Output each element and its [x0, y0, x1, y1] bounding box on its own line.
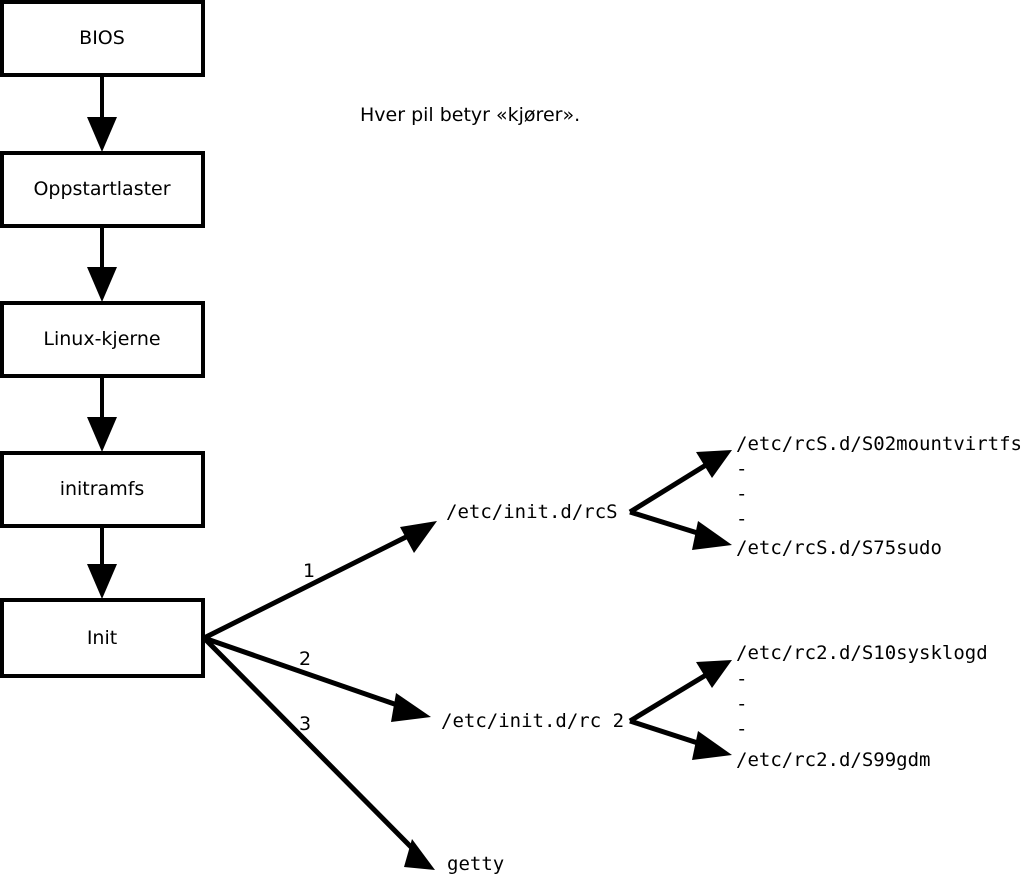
rc2-script-last: /etc/rc2.d/S99gdm — [736, 749, 930, 771]
arrow-rc2-to-first-script — [628, 660, 732, 724]
arrow-kernel-to-initramfs — [87, 376, 117, 452]
branch-target-rc2: /etc/init.d/rc 2 — [441, 710, 624, 732]
node-initramfs[interactable]: initramfs — [0, 451, 205, 528]
node-initramfs-label: initramfs — [60, 478, 145, 500]
chain-arrows-group — [87, 75, 117, 599]
arrow-bios-to-bootloader — [87, 75, 117, 152]
node-initramfs-box — [0, 451, 205, 528]
rc2-script-first: /etc/rc2.d/S10sysklogd — [736, 642, 988, 664]
branch-numbers-group: 1 2 3 — [299, 560, 315, 735]
node-kernel-box — [0, 301, 205, 378]
node-init[interactable]: Init — [0, 598, 205, 678]
arrow-init-branch-1 — [202, 521, 437, 641]
rcs-ellipsis-dash-1: - — [736, 458, 747, 480]
node-kernel[interactable]: Linux-kjerne — [0, 301, 205, 378]
boot-chain-group: BIOS Oppstartlaster Linux-kjerne initram… — [0, 0, 205, 678]
rc2-script-list: /etc/rc2.d/S10sysklogd - - - /etc/rc2.d/… — [736, 642, 988, 771]
node-bootloader[interactable]: Oppstartlaster — [0, 151, 205, 228]
rc2-subbranch-arrows-group — [628, 660, 732, 760]
init-branch-arrows-group — [202, 521, 437, 870]
node-bootloader-label: Oppstartlaster — [33, 178, 170, 200]
arrow-init-branch-2 — [203, 635, 431, 722]
node-init-label: Init — [87, 627, 117, 649]
branch-target-rcs: /etc/init.d/rcS — [446, 501, 618, 523]
node-bios[interactable]: BIOS — [0, 0, 205, 77]
arrow-rc2-to-last-script — [629, 718, 732, 760]
branch-number-3: 3 — [299, 713, 311, 735]
arrow-rcs-to-first-script — [628, 450, 732, 515]
rcs-script-last: /etc/rcS.d/S75sudo — [736, 537, 942, 559]
branch-number-1: 1 — [303, 560, 315, 582]
rcs-ellipsis-dash-3: - — [736, 508, 747, 530]
diagram-caption: Hver pil betyr «kjører». — [360, 104, 580, 126]
rc2-ellipsis-dash-3: - — [736, 718, 747, 740]
node-bios-box — [0, 0, 205, 77]
branch-targets-group: /etc/init.d/rcS /etc/init.d/rc 2 getty — [441, 501, 624, 875]
arrow-rcs-to-last-script — [629, 509, 732, 550]
rcs-ellipsis-dash-2: - — [736, 483, 747, 505]
rc2-ellipsis-dash-1: - — [736, 668, 747, 690]
node-init-box — [0, 598, 205, 678]
rcs-script-list: /etc/rcS.d/S02mountvirtfs - - - /etc/rcS… — [736, 433, 1022, 559]
branch-target-getty: getty — [447, 853, 504, 875]
rcs-subbranch-arrows-group — [628, 450, 732, 550]
arrow-init-branch-3 — [202, 636, 435, 870]
node-bios-label: BIOS — [79, 27, 125, 49]
arrow-bootloader-to-kernel — [87, 226, 117, 302]
rc2-ellipsis-dash-2: - — [736, 693, 747, 715]
branch-number-2: 2 — [299, 648, 311, 670]
node-kernel-label: Linux-kjerne — [43, 328, 160, 350]
arrow-initramfs-to-init — [87, 526, 117, 599]
rcs-script-first: /etc/rcS.d/S02mountvirtfs — [736, 433, 1022, 455]
